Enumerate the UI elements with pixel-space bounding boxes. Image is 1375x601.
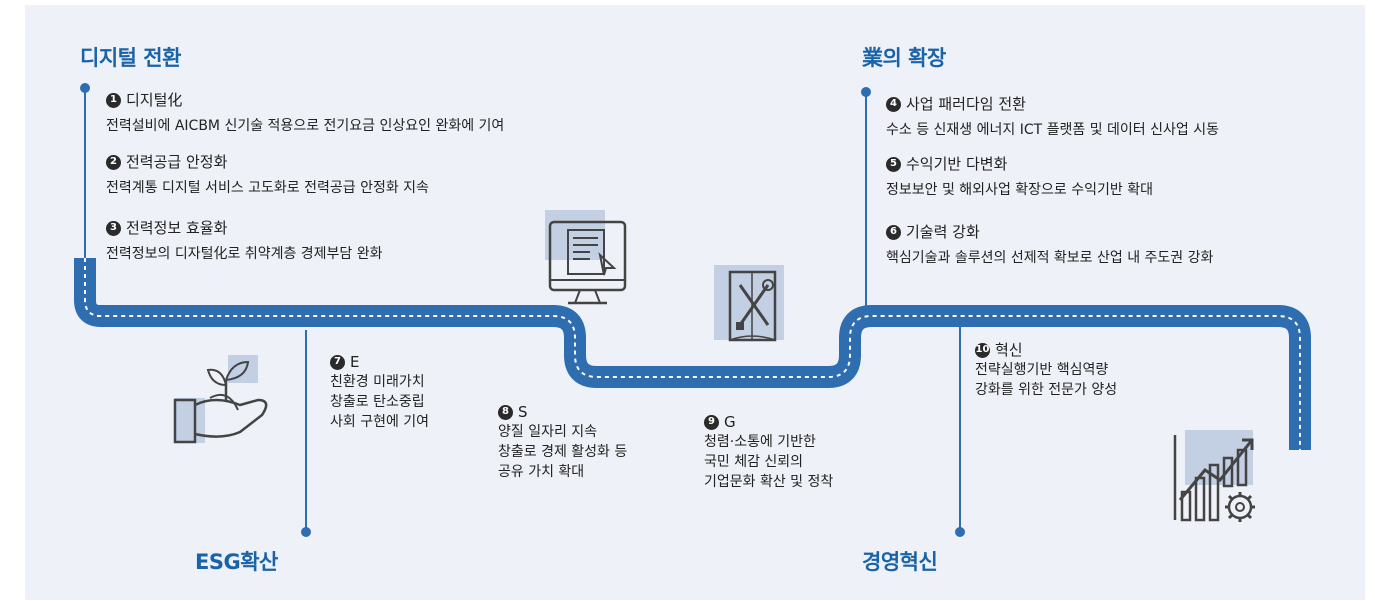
business-item-5: 5 수익기반 다변화 정보보안 및 해외사업 확장으로 수익기반 확대	[886, 154, 1153, 200]
item-desc: 전력정보의 디자털化로 취약계층 경제부담 완화	[106, 246, 383, 262]
number-badge: 9	[704, 414, 719, 430]
number-badge: 8	[498, 404, 513, 420]
book-tools-icon	[714, 265, 784, 342]
item-desc: 수소 등 신재생 에너지 ICT 플랫폼 및 데이터 신사업 시동	[886, 122, 1219, 138]
management-innovation-title: 경영혁신	[862, 550, 938, 574]
business-item-4: 4 사업 패러다임 전환 수소 등 신재생 에너지 ICT 플랫폼 및 데이터 신…	[886, 94, 1219, 140]
item-title: 수익기반 다변화	[906, 155, 1008, 173]
road-dashes	[84, 258, 1301, 450]
item-title: 디지털化	[126, 91, 183, 109]
item-line: 국민 체감 신뢰의	[704, 454, 804, 470]
growth-chart-gear-icon	[1173, 430, 1255, 522]
item-desc: 정보보안 및 해외사업 확장으로 수익기반 확대	[886, 182, 1153, 198]
item-line: 창출로 탄소중립	[330, 394, 425, 410]
item-line: 청렴·소통에 기반한	[704, 434, 816, 450]
number-badge: 1	[106, 92, 121, 108]
number-badge: 3	[106, 220, 121, 236]
item-line: 전략실행기반 핵심역량	[975, 362, 1109, 378]
management-item-10: 10 혁신 전략실행기반 핵심역량 강화를 위한 전문가 양성	[975, 340, 1117, 400]
esg-title: ESG확산	[195, 550, 278, 574]
number-badge: 4	[886, 96, 901, 112]
item-desc: 전력계통 디지털 서비스 고도화로 전력공급 안정화 지속	[106, 180, 429, 196]
item-line: 공유 가치 확대	[498, 464, 585, 480]
number-badge: 2	[106, 154, 121, 170]
item-title: 사업 패러다임 전환	[906, 95, 1026, 113]
item-title: 기술력 강화	[906, 223, 980, 241]
business-expansion-title: 業의 확장	[862, 46, 946, 70]
item-line: 창출로 경제 활성화 등	[498, 444, 628, 460]
digital-item-2: 2 전력공급 안정화 전력계통 디지털 서비스 고도화로 전력공급 안정화 지속	[106, 152, 429, 198]
item-line: 사회 구현에 기여	[330, 414, 430, 430]
item-title: 전력정보 효율화	[126, 219, 228, 237]
item-title: 혁신	[995, 341, 1023, 359]
number-badge: 7	[330, 354, 345, 370]
digital-item-3: 3 전력정보 효율화 전력정보의 디자털化로 취약계층 경제부담 완화	[106, 218, 383, 264]
item-line: 양질 일자리 지속	[498, 424, 598, 440]
item-title: G	[724, 413, 736, 431]
digital-transformation-title: 디지털 전환	[80, 46, 181, 70]
digital-item-1: 1 디지털化 전력설비에 AICBM 신기술 적용으로 전기요금 인상요인 완화에…	[106, 90, 504, 136]
background-panel	[25, 5, 1365, 600]
item-line: 기업문화 확산 및 정착	[704, 474, 834, 490]
number-badge: 10	[975, 342, 990, 358]
item-line: 강화를 위한 전문가 양성	[975, 382, 1118, 398]
monitor-document-icon	[545, 210, 627, 305]
item-desc: 전력설비에 AICBM 신기술 적용으로 전기요금 인상요인 완화에 기여	[106, 118, 505, 134]
number-badge: 6	[886, 224, 901, 240]
item-title: 전력공급 안정화	[126, 153, 228, 171]
item-title: S	[518, 403, 528, 421]
road-path	[74, 258, 1311, 450]
number-badge: 5	[886, 156, 901, 172]
plant-hand-icon	[173, 355, 268, 444]
item-title: E	[350, 353, 360, 371]
item-line: 친환경 미래가치	[330, 374, 425, 390]
business-item-6: 6 기술력 강화 핵심기술과 솔루션의 선제적 확보로 산업 내 주도권 강화	[886, 222, 1213, 268]
item-desc: 핵심기술과 솔루션의 선제적 확보로 산업 내 주도권 강화	[886, 250, 1214, 266]
